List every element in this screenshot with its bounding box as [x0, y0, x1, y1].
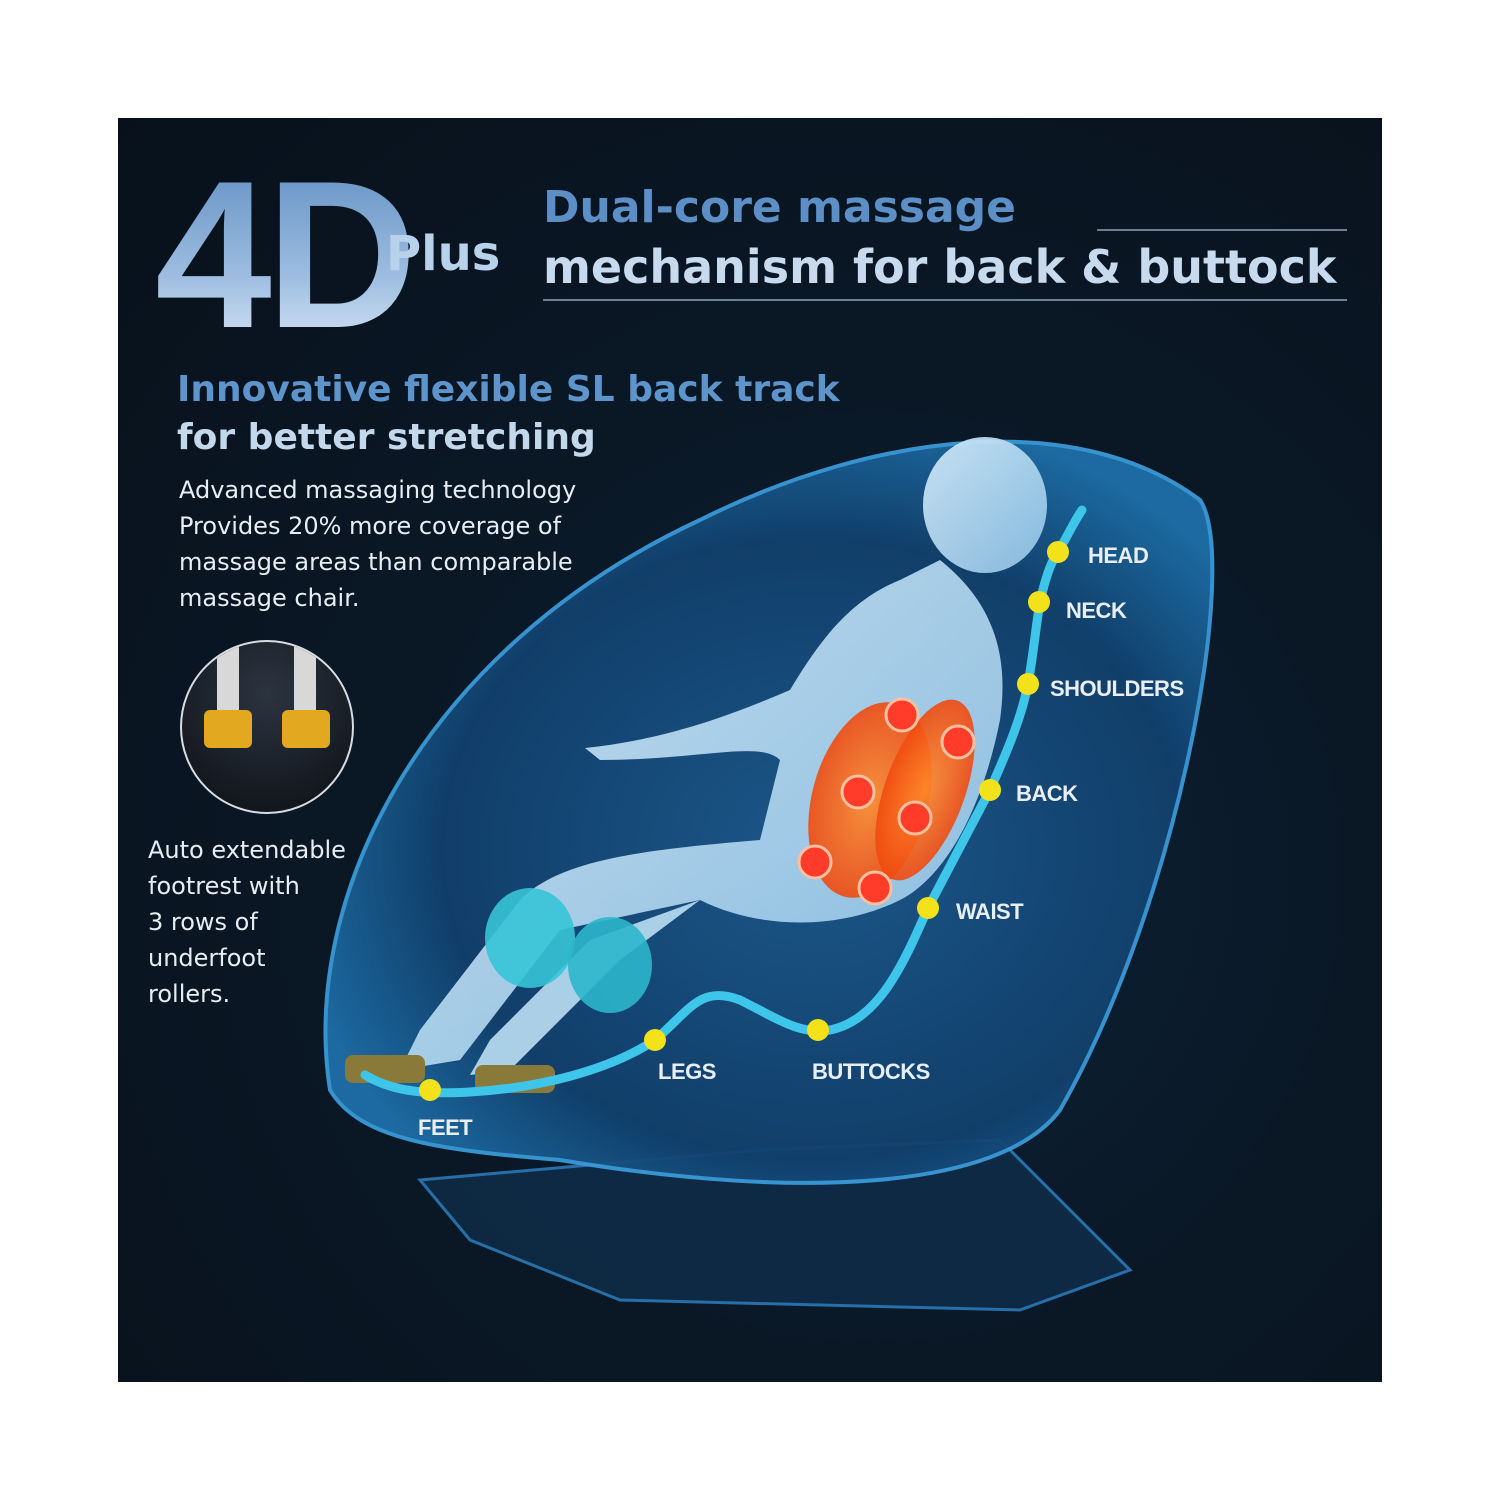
label-head: HEAD: [1088, 543, 1149, 568]
label-feet: FEET: [418, 1115, 473, 1140]
headline-line-1: Dual-core massage: [543, 182, 1016, 233]
label-shoulders: SHOULDERS: [1050, 676, 1184, 701]
footrest-line: underfoot: [148, 944, 266, 972]
description: Advanced massaging technology Provides 2…: [179, 472, 576, 616]
foot-roller-icon: [204, 642, 330, 748]
brand-plus: Plus: [386, 226, 501, 282]
label-legs: LEGS: [658, 1059, 716, 1084]
footrest-line: footrest with: [148, 872, 300, 900]
point-shoulders: [1017, 673, 1039, 695]
point-waist: [917, 897, 939, 919]
point-back: [979, 779, 1001, 801]
foot-roller: [345, 1055, 425, 1083]
divider: [1097, 229, 1347, 231]
subheadline-line-1: Innovative flexible SL back track: [177, 369, 840, 410]
divider: [543, 299, 1347, 301]
heat-zone: [797, 697, 976, 906]
subheadline-line-2: for better stretching: [177, 417, 596, 458]
point-legs: [644, 1029, 666, 1051]
footrest-line: 3 rows of: [148, 908, 258, 936]
calf-roller: [568, 917, 652, 1013]
brand-4d: 4D: [155, 137, 417, 372]
footrest-rollers-image: [180, 640, 354, 814]
footrest-line: Auto extendable: [148, 836, 346, 864]
track-points: [419, 541, 1069, 1101]
label-buttocks: BUTTOCKS: [812, 1059, 930, 1084]
calf-roller: [485, 888, 575, 988]
point-feet: [419, 1079, 441, 1101]
point-head: [1047, 541, 1069, 563]
footrest-text: Auto extendable footrest with 3 rows of …: [148, 832, 346, 1012]
label-back: BACK: [1016, 781, 1078, 806]
description-line: massage chair.: [179, 584, 360, 612]
point-neck: [1028, 591, 1050, 613]
description-line: massage areas than comparable: [179, 548, 573, 576]
point-buttocks: [807, 1019, 829, 1041]
description-line: Provides 20% more coverage of: [179, 512, 562, 540]
description-line: Advanced massaging technology: [179, 476, 577, 504]
headline-line-2: mechanism for back & buttock: [543, 240, 1337, 294]
subheadline: Innovative flexible SL back track for be…: [177, 366, 840, 462]
footrest-line: rollers.: [148, 980, 231, 1008]
label-waist: WAIST: [956, 899, 1024, 924]
label-neck: NECK: [1066, 598, 1127, 623]
